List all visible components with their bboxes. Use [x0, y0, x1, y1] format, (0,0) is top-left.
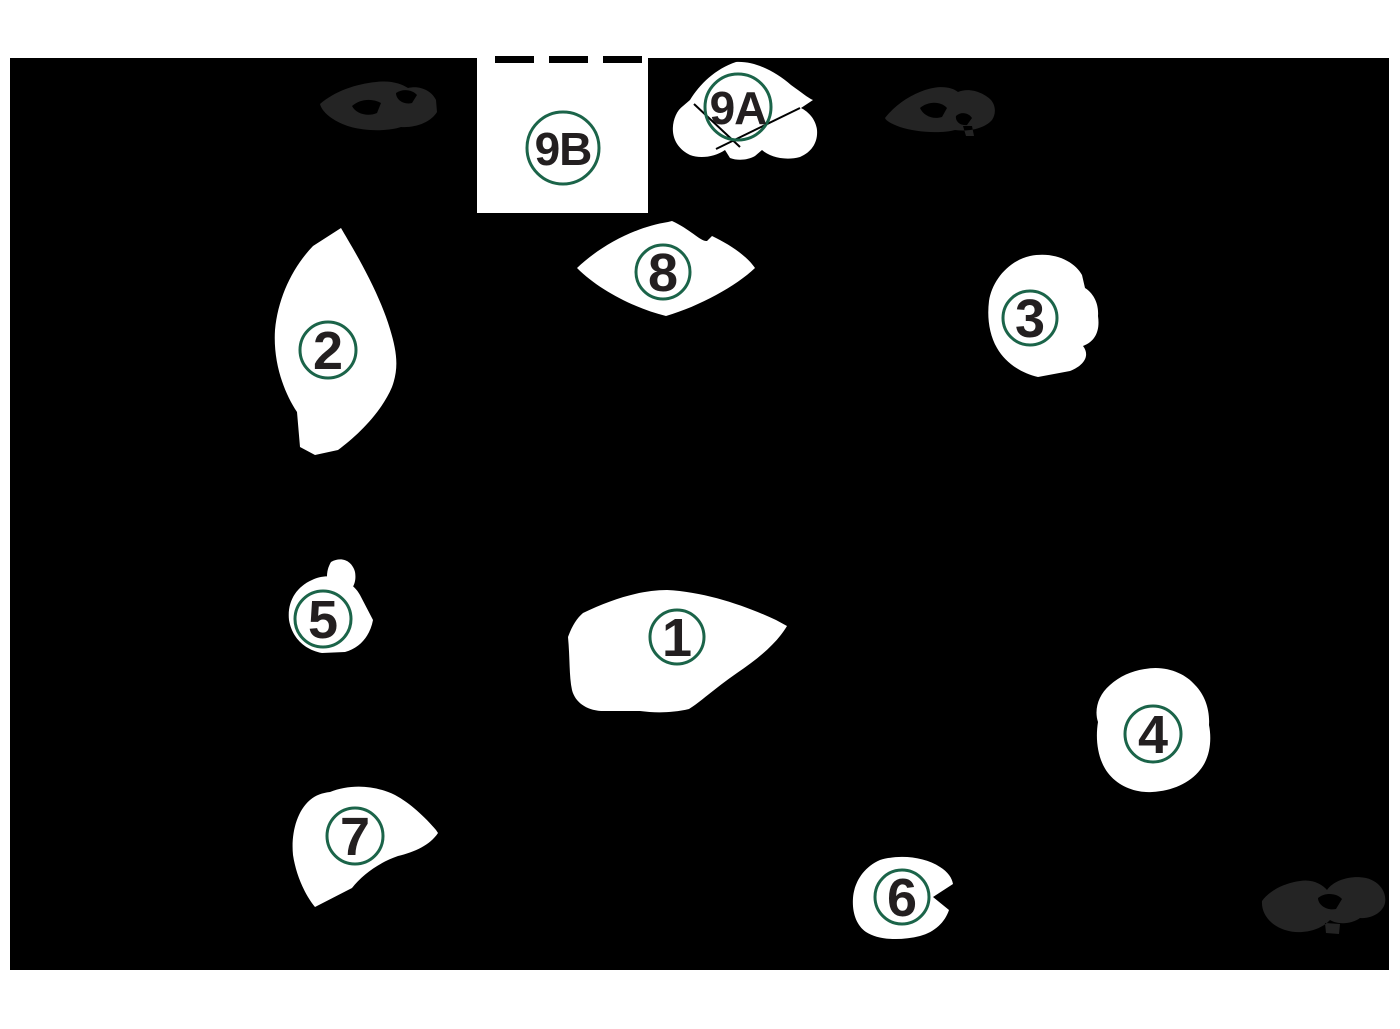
landmark-silhouette-top-right	[885, 87, 995, 136]
lake-4-shape	[1096, 667, 1211, 793]
lake-9a-shape	[672, 61, 818, 160]
lake-3-number: 3	[1015, 289, 1045, 349]
lake-3-shape	[988, 254, 1099, 377]
lake-6-label-circle	[873, 868, 931, 926]
lake-7-label-circle	[325, 806, 385, 866]
lake-8-label-circle	[634, 243, 692, 301]
lake-4: 4	[1096, 667, 1211, 793]
lake-2-label-circle	[298, 320, 358, 380]
lake-7: 7	[292, 786, 438, 907]
lake-3: 3	[988, 254, 1099, 377]
lake-4-number: 4	[1138, 705, 1168, 765]
lake-8-number: 8	[648, 243, 678, 303]
lake-1-label-circle	[648, 608, 706, 666]
lake-9b: 9B	[477, 56, 648, 213]
landmark-silhouettes	[320, 81, 1386, 934]
lake-9b-label-circle	[525, 110, 601, 186]
landmark-silhouette-top-left	[320, 81, 437, 131]
lake-7-number: 7	[340, 807, 370, 867]
lake-9a: 9A	[672, 61, 818, 160]
lake-3-label-circle	[1001, 289, 1059, 347]
lake-9a-boundary-line-right	[715, 107, 801, 150]
lake-5: 5	[288, 559, 373, 653]
lake-8-shape	[577, 221, 755, 316]
lake-1-number: 1	[662, 608, 692, 668]
lake-8: 8	[577, 221, 755, 316]
lake-2-number: 2	[313, 321, 343, 381]
lake-5-upper-lobe	[326, 559, 356, 596]
lake-1-shape	[568, 590, 787, 713]
lake-2: 2	[274, 228, 397, 455]
lake-6-shape	[852, 856, 953, 940]
lake-4-label-circle	[1123, 704, 1183, 764]
lake-5-label-circle	[293, 589, 353, 649]
map-background	[10, 58, 1389, 970]
lake-2-shape	[274, 228, 397, 455]
lake-9b-inset-square	[477, 58, 648, 213]
lake-6: 6	[852, 856, 953, 940]
landmark-silhouette-bottom-right	[1261, 877, 1386, 934]
lake-1: 1	[568, 590, 787, 713]
lake-5-number: 5	[308, 590, 338, 650]
lake-7-shape	[292, 786, 438, 907]
lake-9b-number: 9B	[535, 123, 592, 175]
lake-9a-label-circle	[703, 72, 773, 142]
lake-9a-number: 9A	[710, 82, 767, 134]
lake-6-number: 6	[887, 868, 917, 928]
